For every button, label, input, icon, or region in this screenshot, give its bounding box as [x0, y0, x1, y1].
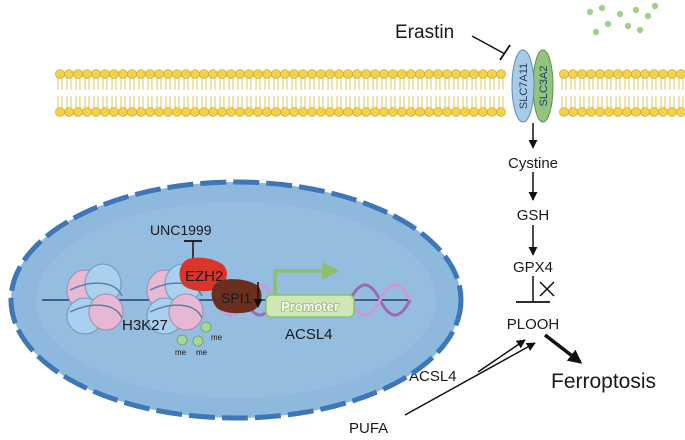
- gpx4-label: GPX4: [513, 259, 553, 276]
- acsl4-gene-label: ACSL4: [285, 326, 333, 343]
- erastin-inhibition-line: [471, 35, 511, 61]
- spi1-label: SPI1: [221, 290, 252, 306]
- ezh2-label: EZH2: [185, 268, 223, 285]
- methyl-label-2: me: [196, 348, 208, 357]
- slc3a2-label: SLC3A2: [538, 66, 550, 107]
- ferroptosis-label: Ferroptosis: [551, 370, 656, 393]
- erastin-molecules-dots: [586, 2, 659, 36]
- promoter-label: Promoter: [281, 299, 339, 314]
- cell-membrane: [55, 69, 685, 117]
- slc7a11-transporter: SLC7A11: [511, 49, 535, 123]
- promoter-box: Promoter: [265, 294, 355, 318]
- spi1-protein: SPI1: [211, 279, 262, 314]
- acsl4-cytoplasm-label: ACSL4: [409, 368, 457, 385]
- transcription-arrow: [273, 262, 340, 295]
- h3k27-label: H3K27: [122, 317, 168, 334]
- cystine-label: Cystine: [508, 155, 558, 172]
- pufa-label: PUFA: [349, 420, 388, 437]
- unc1999-inhibition-line: [184, 240, 202, 259]
- slc3a2-transporter: SLC3A2: [532, 49, 554, 123]
- pathway-arrows: [337, 123, 583, 416]
- nucleosome-1: [66, 263, 124, 335]
- nucleosome-2: [146, 263, 204, 335]
- methyl-label-3: me: [211, 333, 223, 342]
- erastin-label: Erastin: [395, 22, 454, 43]
- plooh-label: PLOOH: [507, 316, 560, 333]
- methyl-groups: me me me: [175, 321, 223, 357]
- unc1999-label: UNC1999: [150, 222, 212, 238]
- ezh2-protein: EZH2: [179, 257, 228, 292]
- slc7a11-label: SLC7A11: [518, 63, 530, 109]
- methyl-label-1: me: [175, 348, 187, 357]
- gsh-label: GSH: [517, 207, 550, 224]
